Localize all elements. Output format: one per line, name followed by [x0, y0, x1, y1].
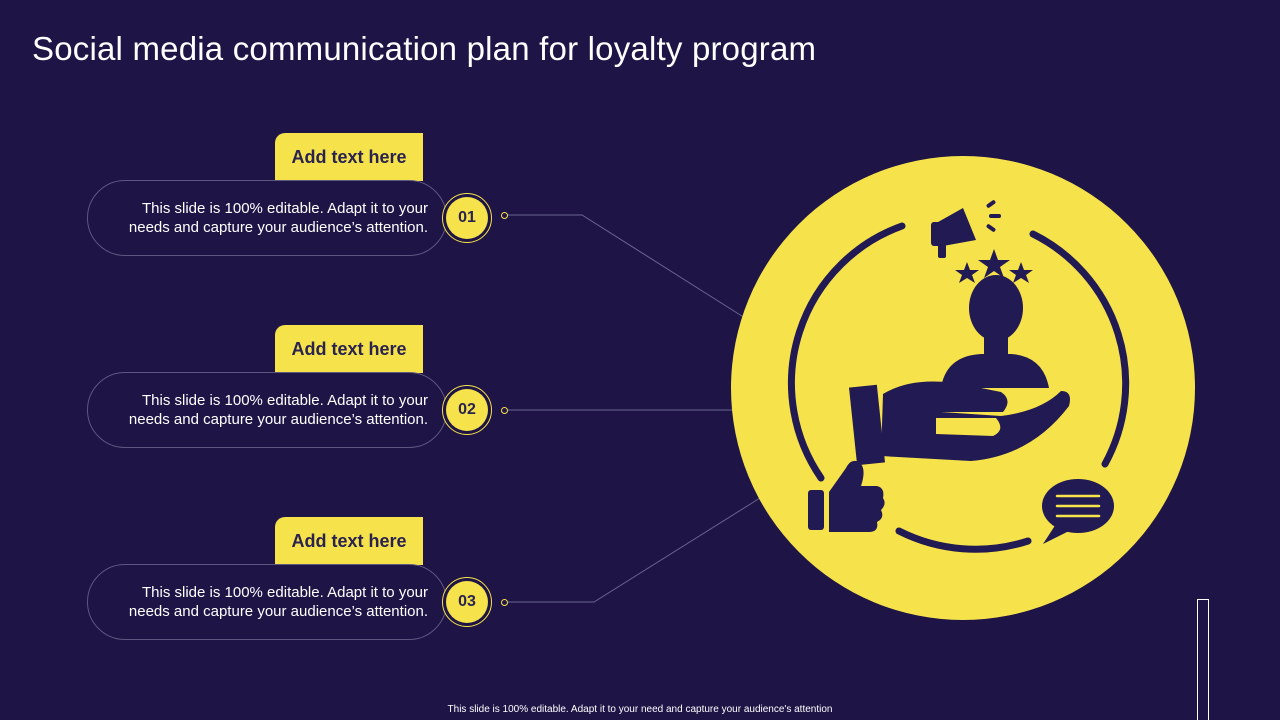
item-text-02: This slide is 100% editable. Adapt it to…	[98, 391, 428, 429]
item-heading-01: Add text here	[275, 133, 423, 181]
footer-note: This slide is 100% editable. Adapt it to…	[0, 704, 1280, 715]
item-heading-02: Add text here	[275, 325, 423, 373]
connector-dot-03	[501, 599, 508, 606]
connector-line-01	[505, 215, 745, 318]
item-box-01: This slide is 100% editable. Adapt it to…	[87, 180, 447, 256]
item-heading-03: Add text here	[275, 517, 423, 565]
number-badge-03: 03	[442, 577, 492, 627]
connector-dot-02	[501, 407, 508, 414]
item-text-03: This slide is 100% editable. Adapt it to…	[98, 583, 428, 621]
item-box-03: This slide is 100% editable. Adapt it to…	[87, 564, 447, 640]
number-label-03: 03	[446, 581, 488, 623]
number-badge-02: 02	[442, 385, 492, 435]
item-text-01: This slide is 100% editable. Adapt it to…	[98, 199, 428, 237]
connector-line-03	[505, 498, 760, 602]
number-label-01: 01	[446, 197, 488, 239]
decorative-bar	[1197, 599, 1209, 720]
loyalty-illustration	[731, 156, 1195, 620]
number-label-02: 02	[446, 389, 488, 431]
connector-dot-01	[501, 212, 508, 219]
number-badge-01: 01	[442, 193, 492, 243]
item-box-02: This slide is 100% editable. Adapt it to…	[87, 372, 447, 448]
